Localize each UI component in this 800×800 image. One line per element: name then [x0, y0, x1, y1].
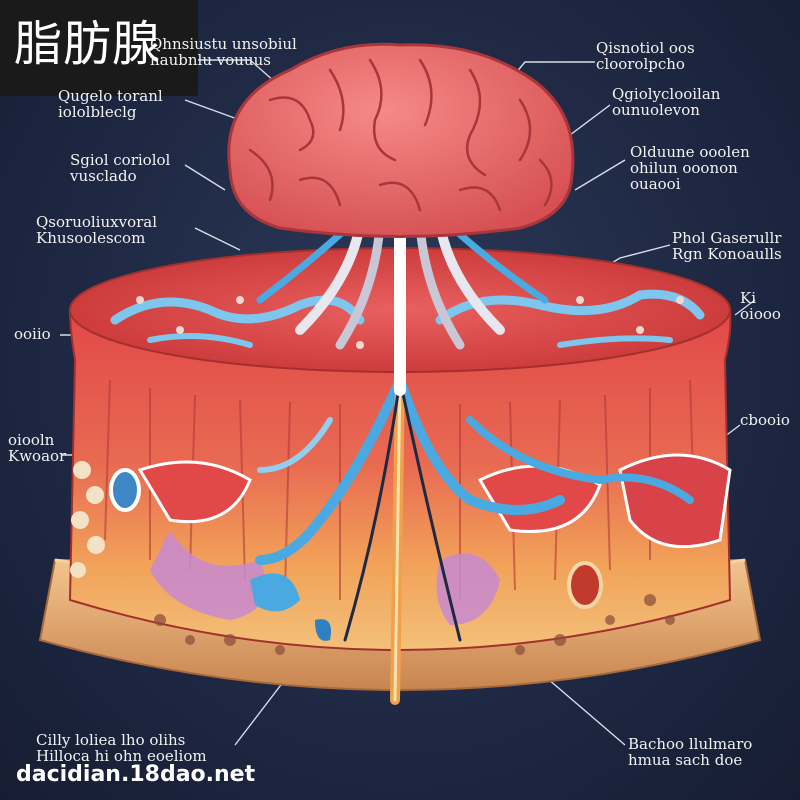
- duct-stalk: [256, 219, 549, 396]
- callout-label: cbooio: [740, 411, 790, 429]
- fat-lobules: [70, 453, 732, 655]
- site-watermark: dacidian.18dao.net: [16, 762, 256, 787]
- callout-label: ooiio: [14, 325, 51, 343]
- gland-head: [227, 42, 575, 238]
- title-panel: 脂肪腺: [0, 0, 198, 96]
- page-title: 脂肪腺: [14, 16, 162, 72]
- vessel-network: [255, 375, 694, 705]
